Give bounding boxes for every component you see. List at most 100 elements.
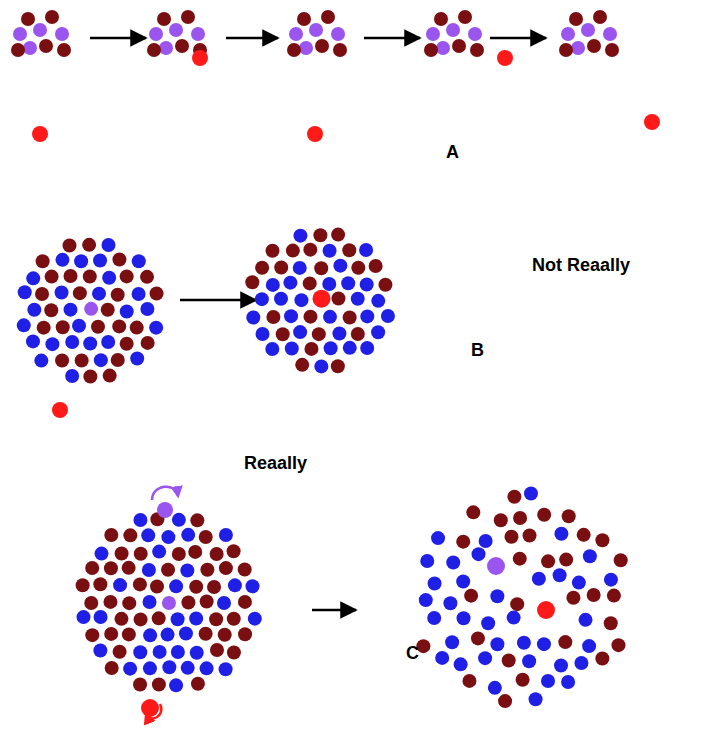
- nucleon: [341, 276, 355, 290]
- nucleon: [181, 528, 195, 542]
- nucleon: [498, 694, 512, 708]
- nucleon: [190, 646, 204, 660]
- nucleon: [299, 41, 313, 55]
- nucleon: [162, 596, 176, 610]
- nucleon: [149, 321, 163, 335]
- nucleon: [63, 303, 77, 317]
- nucleon: [101, 303, 115, 317]
- nucleon: [497, 50, 513, 66]
- nucleon: [595, 533, 609, 547]
- nucleon: [490, 589, 504, 603]
- nucleon: [150, 580, 164, 594]
- nucleon: [502, 654, 516, 668]
- nucleon: [227, 612, 241, 626]
- nucleon: [210, 547, 224, 561]
- nucleon: [611, 638, 625, 652]
- nucleon: [343, 341, 357, 355]
- nucleon: [266, 310, 280, 324]
- nucleon: [199, 627, 213, 641]
- nucleon: [428, 577, 442, 591]
- nucleon: [189, 611, 203, 625]
- nucleon: [426, 27, 440, 41]
- nucleon: [517, 636, 531, 650]
- nucleon: [219, 528, 233, 542]
- nucleon: [445, 635, 459, 649]
- nucleon: [11, 43, 25, 57]
- nucleon: [285, 342, 299, 356]
- nucleon: [140, 302, 154, 316]
- nucleon: [112, 253, 126, 267]
- nucleon: [265, 342, 279, 356]
- nucleon: [200, 594, 214, 608]
- nucleon: [142, 563, 156, 577]
- nucleon: [490, 637, 504, 651]
- nucleon: [303, 310, 317, 324]
- nucleon: [360, 309, 374, 323]
- nucleon: [256, 327, 270, 341]
- nucleon: [133, 577, 147, 591]
- nucleon: [83, 336, 97, 350]
- nucleon: [39, 39, 53, 53]
- nucleon: [134, 547, 148, 561]
- nucleon: [143, 628, 157, 642]
- nucleon: [153, 645, 167, 659]
- nucleon: [207, 580, 221, 594]
- nucleon: [27, 303, 41, 317]
- nucleon: [369, 259, 383, 273]
- nucleon: [95, 547, 109, 561]
- nucleon: [57, 43, 71, 57]
- nucleon: [371, 325, 385, 339]
- nucleon: [111, 288, 125, 302]
- nucleon: [532, 572, 546, 586]
- nucleon: [342, 243, 356, 257]
- nucleon: [21, 12, 35, 26]
- nucleon: [84, 302, 98, 316]
- nucleon: [312, 290, 330, 308]
- nucleon: [161, 530, 175, 544]
- nucleon: [582, 639, 596, 653]
- nucleon: [91, 320, 105, 334]
- nucleon: [331, 27, 345, 41]
- nucleon: [323, 244, 337, 258]
- nucleon: [487, 557, 505, 575]
- nucleon: [287, 43, 301, 57]
- nucleon: [479, 534, 493, 548]
- nucleon: [294, 293, 308, 307]
- nucleon: [199, 530, 213, 544]
- nucleon: [513, 552, 527, 566]
- nucleon: [180, 563, 194, 577]
- nucleon: [104, 528, 118, 542]
- nucleon: [313, 228, 327, 242]
- nucleon: [190, 513, 204, 527]
- nucleon: [200, 661, 214, 675]
- nucleon: [92, 287, 106, 301]
- nucleon: [17, 318, 31, 332]
- nucleon: [378, 278, 392, 292]
- nucleon: [35, 287, 49, 301]
- nucleon: [537, 508, 551, 522]
- nucleon: [462, 674, 476, 688]
- nucleon: [191, 677, 205, 691]
- nucleon: [55, 354, 69, 368]
- nucleon: [309, 23, 323, 37]
- nucleon: [289, 27, 303, 41]
- nucleon: [85, 628, 99, 642]
- nucleon: [307, 126, 323, 142]
- nucleon: [172, 513, 186, 527]
- arrow: [90, 37, 146, 40]
- nucleon: [134, 612, 148, 626]
- nucleon: [26, 334, 40, 348]
- nucleon: [470, 43, 484, 57]
- arrow: [490, 37, 546, 40]
- nucleon: [331, 228, 345, 242]
- nucleon: [169, 579, 183, 593]
- nucleon: [133, 677, 147, 691]
- nucleon: [245, 275, 259, 289]
- nucleon: [101, 238, 115, 252]
- nucleon: [181, 596, 195, 610]
- nucleon: [132, 287, 146, 301]
- nucleon: [191, 27, 205, 41]
- nucleon: [577, 528, 591, 542]
- nucleon: [472, 547, 486, 561]
- nucleon: [265, 244, 279, 258]
